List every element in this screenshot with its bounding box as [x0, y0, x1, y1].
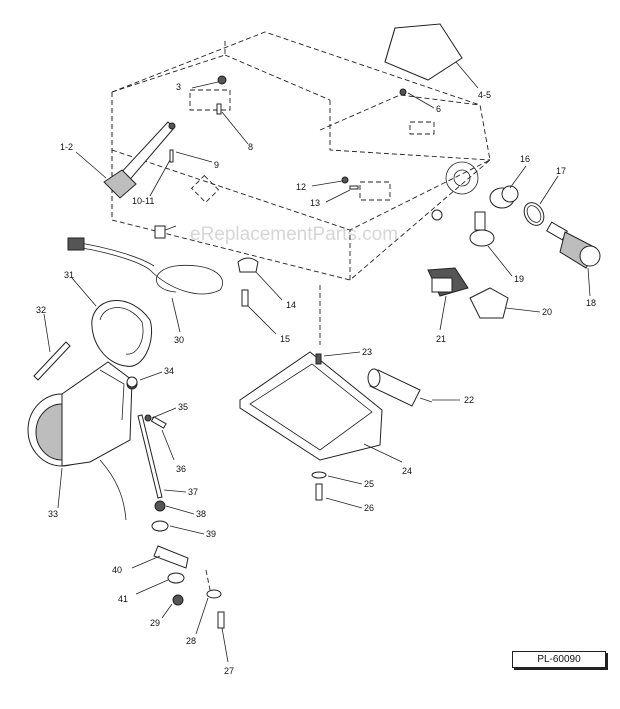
callout-34: 34 [164, 366, 174, 376]
part-16-bushing [489, 185, 519, 209]
part-22-capacitor [367, 368, 433, 407]
callout-39: 39 [206, 529, 216, 539]
callout-35: 35 [178, 402, 188, 412]
part-37-rod [137, 414, 163, 499]
callout-36: 36 [176, 464, 186, 474]
part-30-cord [67, 225, 223, 295]
callout-8: 8 [248, 142, 253, 152]
part-21-switch [427, 267, 469, 297]
callout-40: 40 [112, 565, 122, 575]
part-14-clamp [237, 257, 259, 273]
callout-22: 22 [464, 395, 474, 405]
callout-37: 37 [188, 487, 198, 497]
part-29-nut [172, 594, 184, 606]
callout-23: 23 [362, 347, 372, 357]
part-41-washer [167, 572, 185, 584]
callout-27: 27 [224, 666, 234, 676]
part-26-screw [315, 483, 323, 501]
part-38-nut [154, 500, 166, 512]
callout-26: 26 [364, 503, 374, 513]
part-36-bolt [150, 416, 167, 429]
part-32-rod [33, 341, 71, 381]
callout-12: 12 [296, 182, 306, 192]
callout-18: 18 [586, 298, 596, 308]
part-40-plate [153, 545, 189, 569]
callout-16: 16 [520, 154, 530, 164]
part-1-2-handle [103, 121, 176, 199]
housing-screws [169, 75, 359, 190]
part-19-foot [469, 211, 495, 247]
part-24-base-tray [239, 351, 383, 461]
callout-29: 29 [150, 618, 160, 628]
callout-1-2: 1-2 [60, 142, 73, 152]
part-34-nut [126, 376, 138, 388]
part-17-ring [523, 202, 545, 226]
leader-lines [43, 61, 591, 663]
part-31-guard [91, 300, 152, 367]
callout-13: 13 [310, 198, 320, 208]
callout-17: 17 [556, 166, 566, 176]
callout-4-5: 4-5 [478, 90, 491, 100]
callout-24: 24 [402, 466, 412, 476]
callout-25: 25 [364, 479, 374, 489]
part-20-button [469, 287, 509, 319]
callout-28: 28 [186, 636, 196, 646]
callout-19: 19 [514, 274, 524, 284]
callout-10-11: 10-11 [132, 196, 154, 206]
part-27-screw [217, 611, 225, 629]
callouts: 1-2 3 4-5 6 8 9 10-11 12 13 14 15 16 17 … [36, 82, 596, 676]
callout-9: 9 [214, 160, 219, 170]
callout-33: 33 [48, 509, 58, 519]
watermark: eReplacementParts.com [190, 224, 398, 245]
part-35-washer [144, 414, 152, 422]
callout-6: 6 [436, 104, 441, 114]
callout-14: 14 [286, 300, 296, 310]
part-4-5-cover [384, 23, 463, 96]
part-33-motor [27, 361, 138, 521]
callout-41: 41 [118, 594, 128, 604]
callout-30: 30 [174, 335, 184, 345]
reference-code: PL-60090 [512, 651, 606, 668]
callout-38: 38 [196, 509, 206, 519]
housing [111, 31, 491, 345]
callout-32: 32 [36, 305, 46, 315]
callout-20: 20 [542, 307, 552, 317]
part-25-washer [311, 471, 327, 479]
part-39-washer [151, 520, 169, 532]
callout-31: 31 [64, 270, 74, 280]
part-15-screw [241, 289, 249, 307]
part-18-knob [546, 221, 601, 269]
part-28-washer [206, 589, 222, 599]
callout-15: 15 [280, 334, 290, 344]
callout-21: 21 [436, 334, 446, 344]
callout-3: 3 [176, 82, 181, 92]
